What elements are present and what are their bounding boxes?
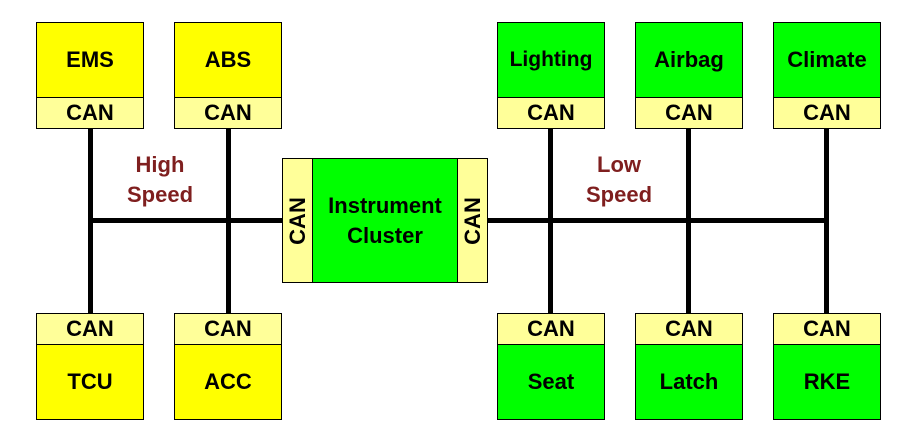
ecu-rke-can: CAN [774,314,880,345]
ecu-lighting: Lighting CAN [497,22,605,129]
ecu-climate-can: CAN [774,97,880,128]
ecu-rke: CAN RKE [773,313,881,420]
airbag-drop-line [686,129,691,313]
ecu-tcu-can: CAN [37,314,143,345]
lighting-drop-line [548,129,553,313]
cluster-right-can-label: CAN [459,196,485,245]
low-speed-label-line1: Low [597,152,641,177]
climate-drop-line [824,129,829,313]
ecu-rke-name: RKE [774,345,880,419]
ecu-climate: Climate CAN [773,22,881,129]
ecu-airbag-name: Airbag [636,23,742,97]
cluster-title-line1: Instrument [328,192,442,218]
cluster-body: Instrument Cluster [313,159,457,282]
high-speed-label: High Speed [115,150,205,210]
ecu-seat-can: CAN [498,314,604,345]
ecu-abs-can: CAN [175,97,281,128]
ecu-latch-can: CAN [636,314,742,345]
high-speed-bus-line [90,218,282,223]
ecu-acc: CAN ACC [174,313,282,420]
low-speed-label-line2: Speed [585,182,653,207]
ecu-seat-name: Seat [498,345,604,419]
ecu-lighting-name: Lighting [498,23,604,97]
ecu-climate-name: Climate [774,23,880,97]
ecu-seat: CAN Seat [497,313,605,420]
ecu-ems-can: CAN [37,97,143,128]
ecu-airbag-can: CAN [636,97,742,128]
ecu-latch-name: Latch [636,345,742,419]
ecu-airbag: Airbag CAN [635,22,743,129]
ecu-lighting-can: CAN [498,97,604,128]
low-speed-label: Low Speed [574,150,664,210]
low-speed-bus-line [488,218,828,223]
instrument-cluster: CAN Instrument Cluster CAN [282,158,488,283]
ecu-tcu: CAN TCU [36,313,144,420]
ecu-acc-can: CAN [175,314,281,345]
abs-drop-line [226,129,231,313]
ecu-ems: EMS CAN [36,22,144,129]
cluster-left-can-label: CAN [284,196,310,245]
ecu-acc-name: ACC [175,345,281,419]
high-speed-label-line2: Speed [126,182,194,207]
cluster-title-line2: Cluster [347,222,423,248]
ecu-tcu-name: TCU [37,345,143,419]
cluster-left-can: CAN [283,159,313,282]
ecu-abs: ABS CAN [174,22,282,129]
ecu-latch: CAN Latch [635,313,743,420]
ecu-abs-name: ABS [175,23,281,97]
ems-drop-line [88,129,93,313]
high-speed-label-line1: High [135,152,185,177]
ecu-ems-name: EMS [37,23,143,97]
cluster-right-can: CAN [457,159,487,282]
